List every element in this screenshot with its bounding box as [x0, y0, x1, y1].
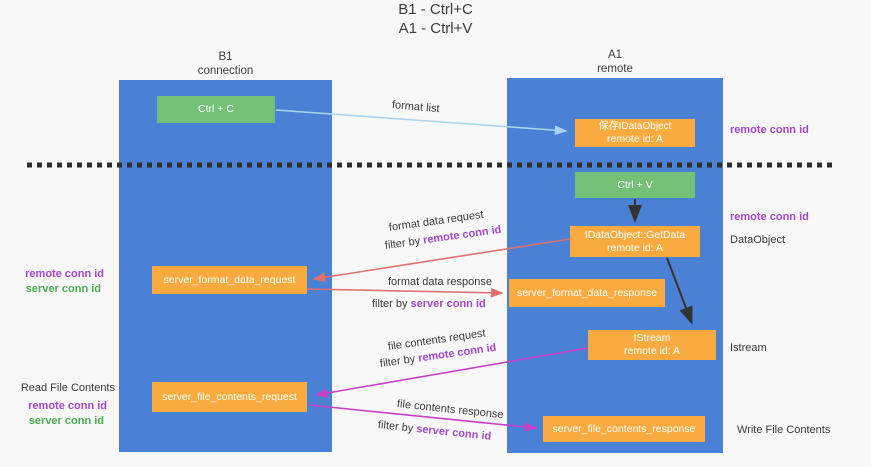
right-remote-conn-id-top: remote conn id [730, 124, 809, 136]
left-server-conn-id-top: server conn id [25, 283, 101, 295]
right-column-name: A1 [607, 49, 623, 61]
left-read-file-contents-label: Read File Contents [20, 382, 115, 394]
format-response-filter-label: filter by server conn id [372, 298, 486, 310]
arrow-format-list [275, 109, 568, 135]
right-istream-label: Istream [730, 342, 767, 354]
ctrl-v-box: Ctrl + V [575, 172, 695, 198]
file-response-label: server_file_contents_response [552, 422, 696, 435]
ctrl-c-box: Ctrl + C [157, 96, 275, 123]
format-data-response-label: format data response [388, 276, 492, 288]
left-column-subtitle: connection [197, 65, 254, 77]
format-response-label: server_format_data_response [516, 286, 658, 299]
arrow-file-contents-request [314, 347, 589, 398]
left-remote-conn-id-top: remote conn id [25, 268, 104, 280]
server-file-contents-response-box: server_file_contents_response [543, 416, 705, 442]
getdata-line2: remote id: A [606, 241, 664, 254]
arrow-format-data-response [306, 287, 504, 298]
server-file-contents-request-box: server_file_contents_request [152, 382, 307, 412]
arrow-getdata-to-istream [666, 257, 693, 325]
server-format-data-request-box: server_format_data_request [152, 266, 307, 294]
ctrl-c-label: Ctrl + C [198, 103, 234, 115]
istream-line1: IStream [633, 332, 671, 344]
diagram-title: B1 - Ctrl+C A1 - Ctrl+V [0, 0, 871, 38]
istream-box: IStream remote id: A [588, 330, 716, 360]
left-remote-conn-id-bottom: remote conn id [28, 400, 107, 412]
right-column-subtitle: remote [597, 63, 633, 75]
arrow-format-data-request [312, 238, 571, 283]
left-server-conn-id-bottom: server conn id [28, 415, 104, 427]
server-conn-id-text: server conn id [410, 298, 486, 310]
left-column-header: B1 connection [119, 50, 332, 78]
save-idataobject-line2: remote id: A [606, 133, 664, 145]
idataobject-getdata-box: IDataObject::GetData remote id: A [570, 226, 700, 257]
ctrl-v-label: Ctrl + V [617, 178, 653, 191]
title-line-2: A1 - Ctrl+V [398, 20, 473, 37]
right-remote-conn-id-mid: remote conn id [730, 211, 809, 223]
save-idataobject-box: 保存IDataObject remote id: A [575, 119, 695, 147]
getdata-line1: IDataObject::GetData [584, 228, 686, 241]
server-format-data-response-box: server_format_data_response [509, 279, 665, 307]
left-column-name: B1 [218, 51, 233, 63]
title-line-1: B1 - Ctrl+C [398, 1, 473, 18]
arrow-file-contents-response [308, 404, 538, 432]
save-idataobject-line1: 保存IDataObject [598, 121, 672, 132]
right-column-header: A1 remote [507, 48, 723, 76]
format-request-label: server_format_data_request [163, 273, 296, 286]
right-dataobject-label: DataObject [730, 234, 786, 246]
filter-by-text: filter by [372, 298, 408, 310]
file-request-label: server_file_contents_request [162, 390, 297, 403]
right-write-file-contents-label: Write File Contents [737, 424, 831, 436]
istream-line2: remote id: A [623, 345, 681, 357]
